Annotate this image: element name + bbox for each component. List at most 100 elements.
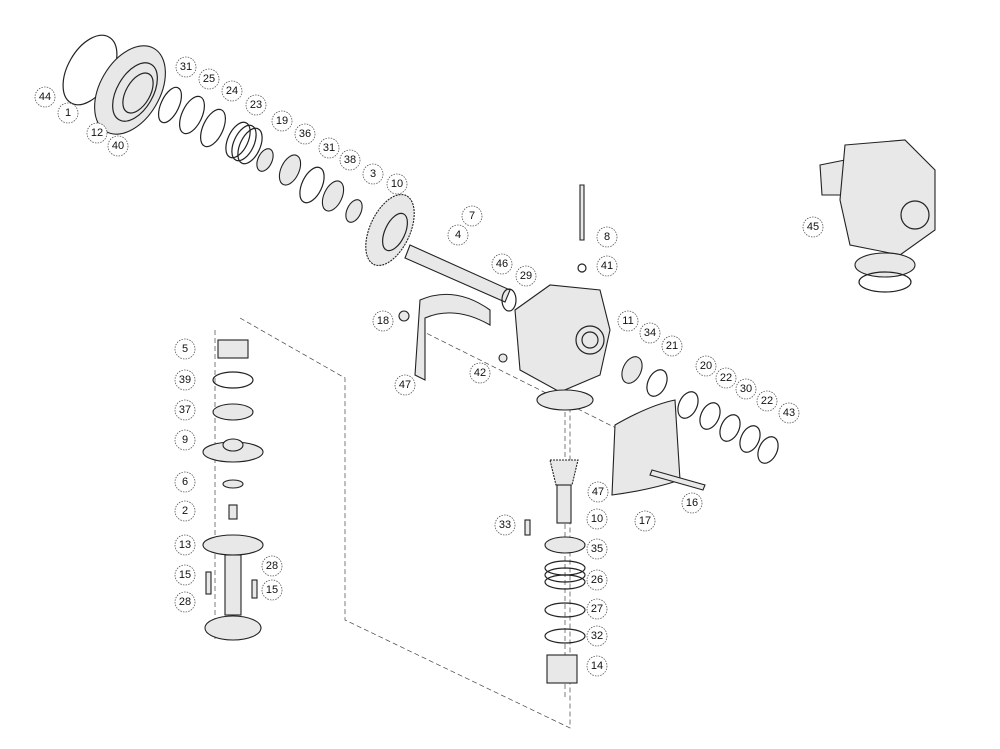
callout-10: 10 xyxy=(586,508,608,530)
callout-label: 33 xyxy=(499,519,511,531)
callout-15: 15 xyxy=(174,564,196,586)
callout-circle xyxy=(86,122,108,144)
callout-11: 11 xyxy=(617,310,639,332)
callout-circle xyxy=(107,135,129,157)
part-pin-16 xyxy=(649,469,706,491)
callout-label: 26 xyxy=(591,574,603,586)
callout-24: 24 xyxy=(221,80,243,102)
callout-label: 15 xyxy=(179,569,191,581)
callout-36: 36 xyxy=(294,123,316,145)
callout-circle xyxy=(57,102,79,124)
callout-circle xyxy=(198,68,220,90)
callout-38: 38 xyxy=(339,149,361,171)
part-assembled-gearbox xyxy=(819,139,936,293)
callout-21: 21 xyxy=(661,335,683,357)
callout-label: 21 xyxy=(666,340,678,352)
part-bevel-gear xyxy=(365,193,415,267)
callout-34: 34 xyxy=(639,322,661,344)
callout-circle xyxy=(639,322,661,344)
callout-label: 15 xyxy=(266,584,278,596)
callout-label: 46 xyxy=(496,258,508,270)
callout-39: 39 xyxy=(174,369,196,391)
callout-circle xyxy=(586,538,608,560)
callout-label: 27 xyxy=(591,603,603,615)
callout-circle xyxy=(469,362,491,384)
part-bolt xyxy=(577,184,587,273)
callout-circle xyxy=(586,655,608,677)
callout-circle xyxy=(318,137,340,159)
callout-circle xyxy=(596,255,618,277)
callout-5: 5 xyxy=(174,338,196,360)
part-cover-flange xyxy=(94,45,166,135)
callout-10: 10 xyxy=(386,173,408,195)
callout-4: 4 xyxy=(447,224,469,246)
callout-label: 8 xyxy=(604,231,610,243)
callout-circle xyxy=(386,173,408,195)
callout-40: 40 xyxy=(107,135,129,157)
callout-circle xyxy=(586,625,608,647)
callout-label: 11 xyxy=(622,315,633,327)
callout-23: 23 xyxy=(245,94,267,116)
callout-label: 18 xyxy=(377,315,389,327)
callout-circle xyxy=(34,86,56,108)
callout-19: 19 xyxy=(271,110,293,132)
callout-circle xyxy=(372,310,394,332)
callout-label: 22 xyxy=(761,395,773,407)
callout-9: 9 xyxy=(174,429,196,451)
callout-label: 38 xyxy=(344,154,356,166)
callout-circle xyxy=(634,510,656,532)
callout-31: 31 xyxy=(175,56,197,78)
callout-label: 13 xyxy=(179,539,191,551)
callout-14: 14 xyxy=(586,655,608,677)
callout-46: 46 xyxy=(491,253,513,275)
callout-circle xyxy=(491,253,513,275)
callout-label: 42 xyxy=(474,367,486,379)
callout-12: 12 xyxy=(86,122,108,144)
callout-label: 3 xyxy=(370,168,376,180)
part-pinion-gear xyxy=(549,459,579,524)
callout-20: 20 xyxy=(695,355,717,377)
part-pin-33 xyxy=(524,519,531,536)
callout-label: 19 xyxy=(276,115,288,127)
part-gearbox-housing xyxy=(514,284,611,411)
callout-label: 32 xyxy=(591,630,603,642)
callout-circle xyxy=(174,534,196,556)
callout-label: 47 xyxy=(399,379,411,391)
callout-circle xyxy=(174,500,196,522)
callout-circle xyxy=(587,481,609,503)
callout-circle xyxy=(394,374,416,396)
callout-29: 29 xyxy=(515,265,537,287)
callout-circle xyxy=(271,110,293,132)
callout-circle xyxy=(596,226,618,248)
callout-17: 17 xyxy=(634,510,656,532)
callout-circle xyxy=(294,123,316,145)
callout-15: 15 xyxy=(261,579,283,601)
callout-label: 43 xyxy=(783,407,795,419)
callout-47: 47 xyxy=(394,374,416,396)
callout-30: 30 xyxy=(735,378,757,400)
callout-7: 7 xyxy=(461,205,483,227)
callout-label: 39 xyxy=(179,374,191,386)
callout-label: 44 xyxy=(39,91,51,103)
part-nut-18 xyxy=(398,310,410,322)
callout-43: 43 xyxy=(778,402,800,424)
callout-22: 22 xyxy=(756,390,778,412)
callout-37: 37 xyxy=(174,399,196,421)
callout-41: 41 xyxy=(596,255,618,277)
callout-circle xyxy=(174,399,196,421)
callout-32: 32 xyxy=(586,625,608,647)
callout-circle xyxy=(681,492,703,514)
callout-label: 7 xyxy=(469,210,475,222)
callout-label: 34 xyxy=(644,327,656,339)
callout-circle xyxy=(174,369,196,391)
part-rings-right xyxy=(621,356,779,464)
callout-label: 25 xyxy=(203,73,215,85)
callout-circle xyxy=(447,224,469,246)
callout-circle xyxy=(174,564,196,586)
callout-circle xyxy=(174,338,196,360)
callout-label: 23 xyxy=(250,99,262,111)
callout-25: 25 xyxy=(198,68,220,90)
callout-label: 28 xyxy=(266,560,278,572)
